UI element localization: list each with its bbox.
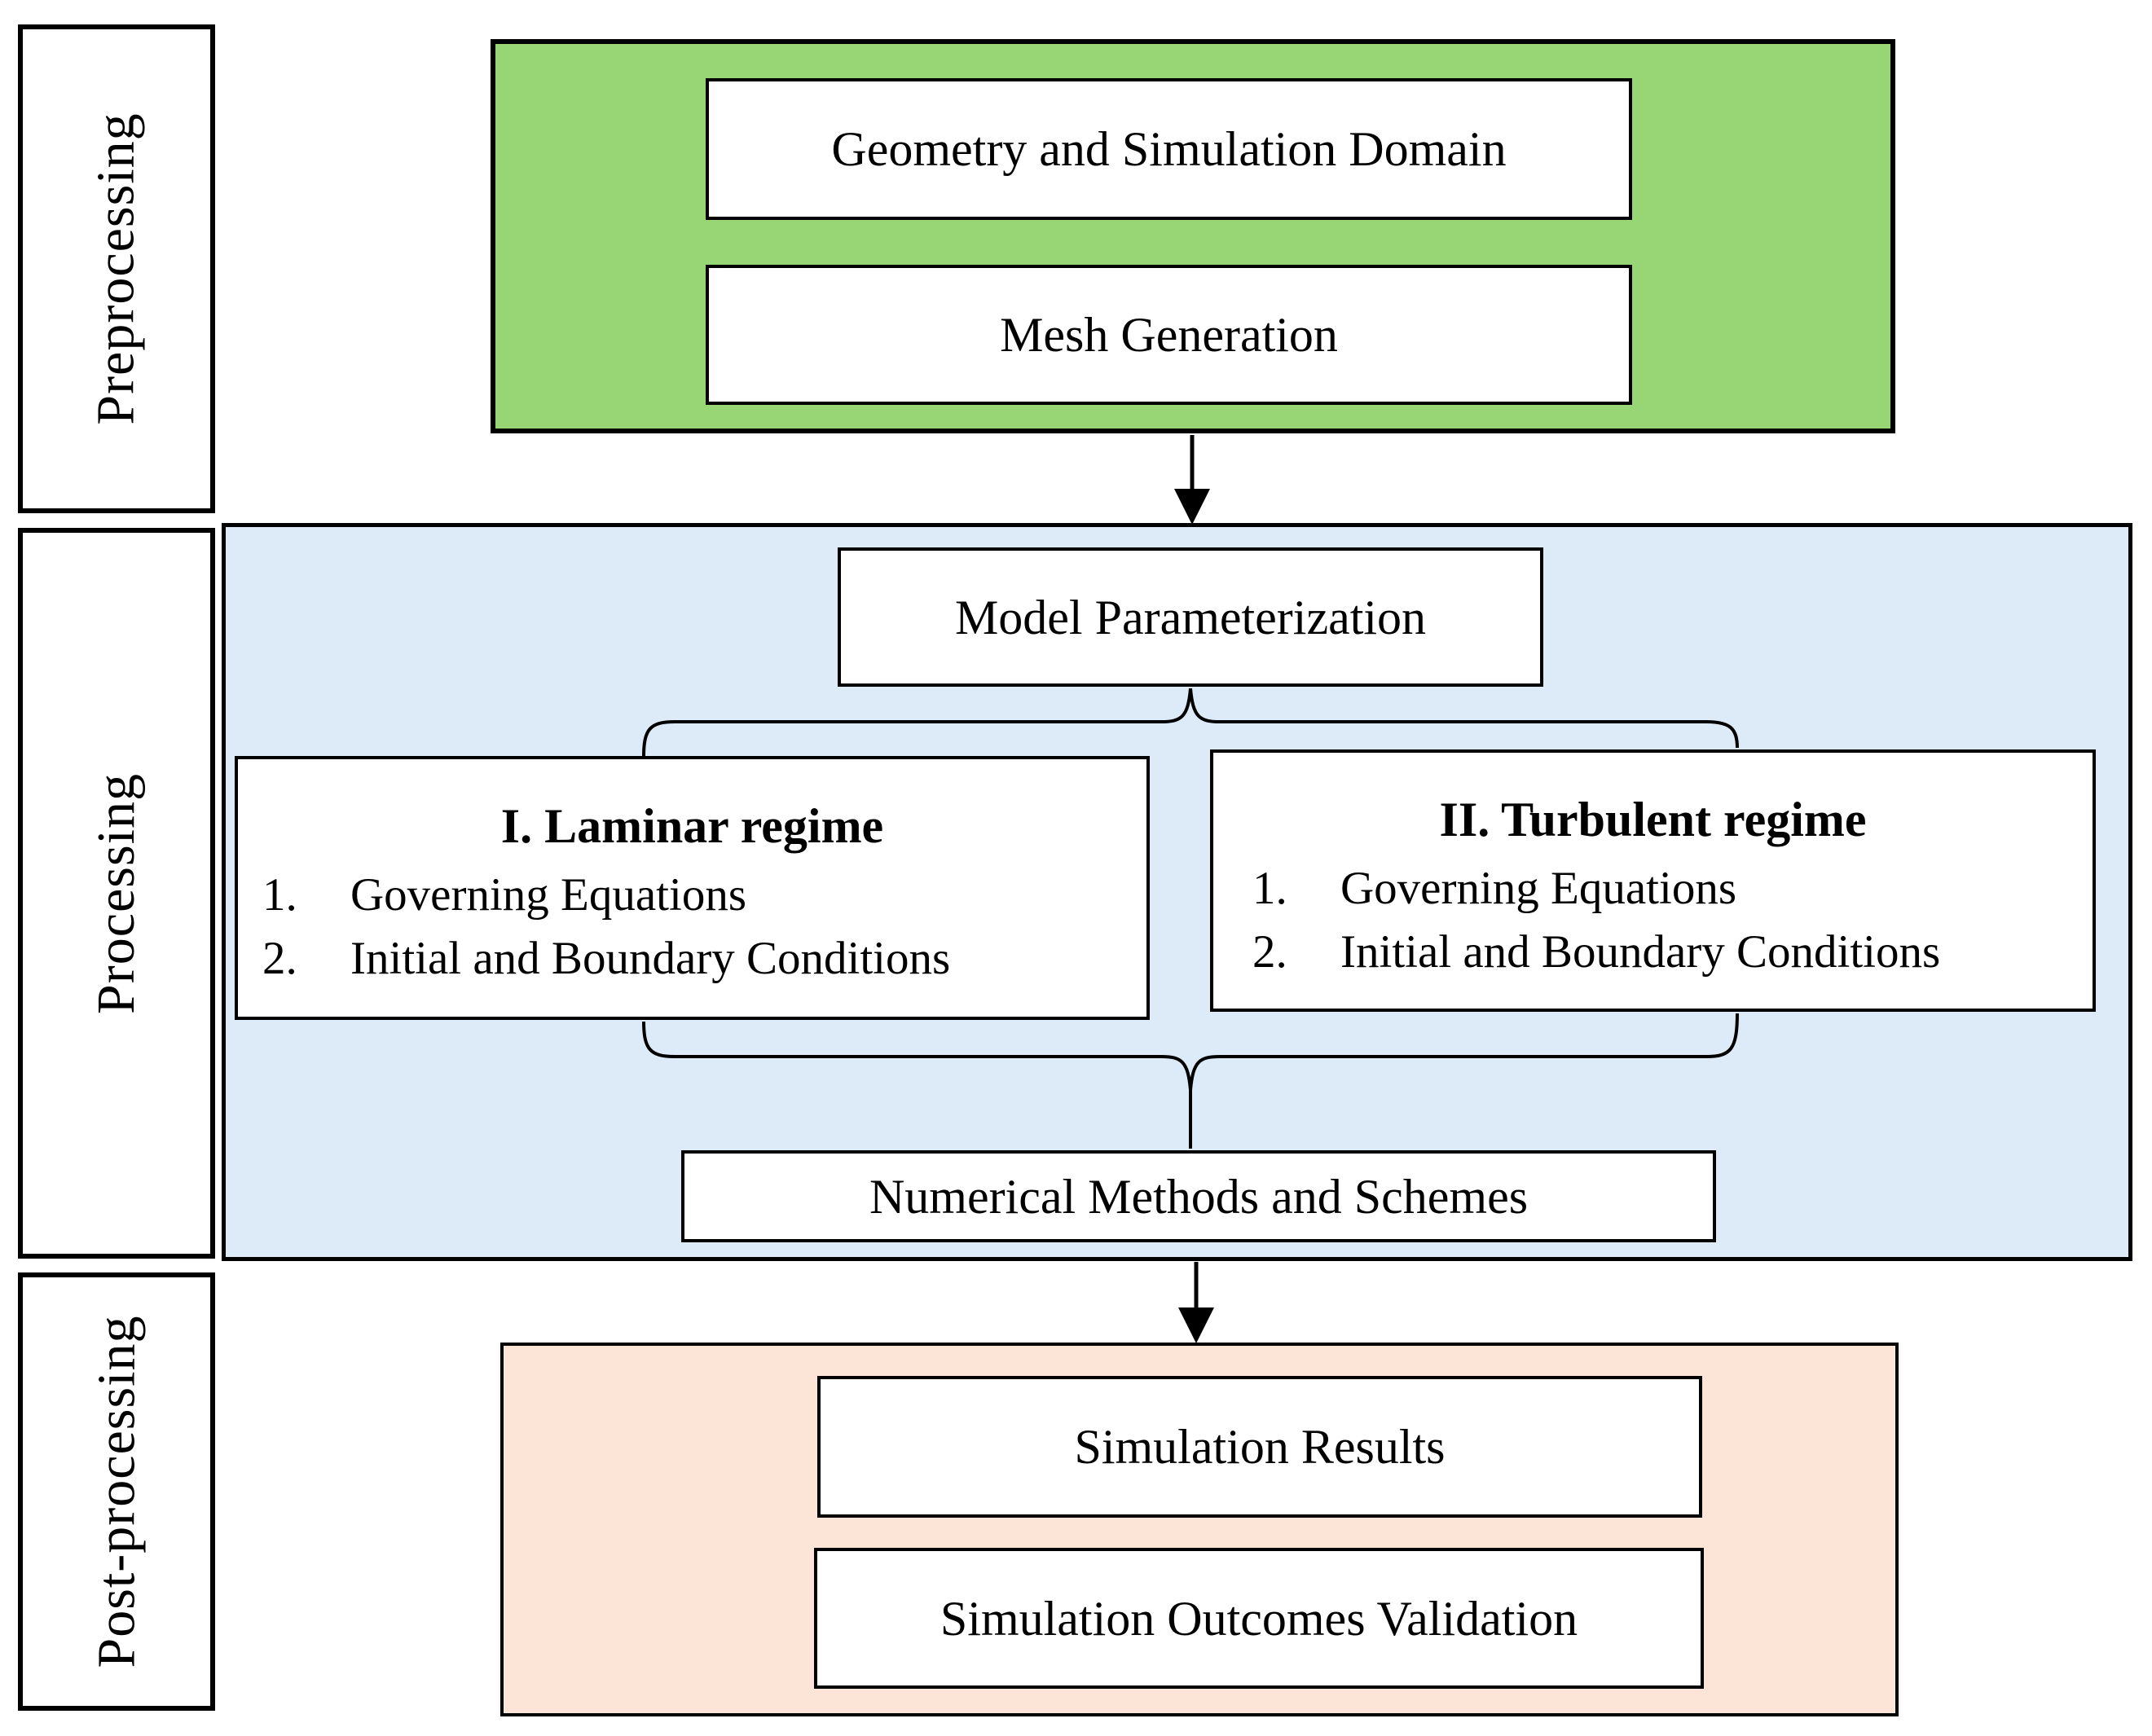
list-item: 1. Governing Equations bbox=[262, 864, 1146, 927]
lane-processing-label: Processing bbox=[86, 772, 147, 1014]
preprocessing-group: Geometry and Simulation Domain Mesh Gene… bbox=[491, 39, 1895, 433]
turbulent-regime-box: II. Turbulent regime 1. Governing Equatio… bbox=[1210, 749, 2096, 1012]
list-item: 2. Initial and Boundary Conditions bbox=[1252, 921, 2093, 984]
laminar-regime-title: I. Laminar regime bbox=[500, 799, 884, 853]
laminar-regime-box: I. Laminar regime 1. Governing Equations … bbox=[235, 756, 1150, 1020]
simulation-results-box: Simulation Results bbox=[817, 1376, 1702, 1518]
postprocessing-group: Simulation Results Simulation Outcomes V… bbox=[500, 1343, 1899, 1716]
list-item: 1. Governing Equations bbox=[1252, 857, 2093, 921]
arrow-down-icon bbox=[1174, 435, 1210, 525]
arrow-down-icon bbox=[1178, 1262, 1214, 1343]
model-parameterization-label: Model Parameterization bbox=[954, 590, 1427, 644]
lane-preprocessing: Preprocessing bbox=[18, 24, 215, 513]
lane-processing: Processing bbox=[18, 528, 215, 1259]
list-item-number: 1. bbox=[1252, 863, 1287, 914]
turbulent-regime-title: II. Turbulent regime bbox=[1439, 793, 1867, 846]
list-item-number: 1. bbox=[262, 869, 297, 921]
numerical-methods-box: Numerical Methods and Schemes bbox=[681, 1150, 1716, 1242]
numerical-methods-label: Numerical Methods and Schemes bbox=[869, 1169, 1529, 1224]
lane-postprocessing-label: Post-processing bbox=[86, 1315, 147, 1668]
turbulent-regime-list: 1. Governing Equations 2. Initial and Boun… bbox=[1213, 857, 2093, 984]
list-item-text: Governing Equations bbox=[1340, 863, 1737, 914]
model-parameterization-box: Model Parameterization bbox=[838, 547, 1543, 687]
mesh-box: Mesh Generation bbox=[706, 265, 1632, 405]
mesh-box-label: Mesh Generation bbox=[1000, 308, 1338, 362]
laminar-regime-list: 1. Governing Equations 2. Initial and Boun… bbox=[238, 864, 1146, 991]
list-item-number: 2. bbox=[262, 933, 297, 984]
simulation-validation-label: Simulation Outcomes Validation bbox=[940, 1591, 1578, 1646]
geometry-box-label: Geometry and Simulation Domain bbox=[831, 122, 1507, 176]
list-item: 2. Initial and Boundary Conditions bbox=[262, 927, 1146, 991]
lane-postprocessing: Post-processing bbox=[18, 1272, 215, 1711]
processing-group: Model Parameterization I. Laminar regime… bbox=[222, 523, 2132, 1261]
list-item-number: 2. bbox=[1252, 926, 1287, 978]
simulation-validation-box: Simulation Outcomes Validation bbox=[814, 1548, 1704, 1689]
list-item-text: Initial and Boundary Conditions bbox=[1340, 926, 1941, 978]
list-item-text: Governing Equations bbox=[350, 869, 747, 921]
list-item-text: Initial and Boundary Conditions bbox=[350, 933, 951, 984]
geometry-box: Geometry and Simulation Domain bbox=[706, 78, 1632, 220]
simulation-results-label: Simulation Results bbox=[1074, 1420, 1446, 1474]
lane-preprocessing-label: Preprocessing bbox=[86, 112, 147, 425]
